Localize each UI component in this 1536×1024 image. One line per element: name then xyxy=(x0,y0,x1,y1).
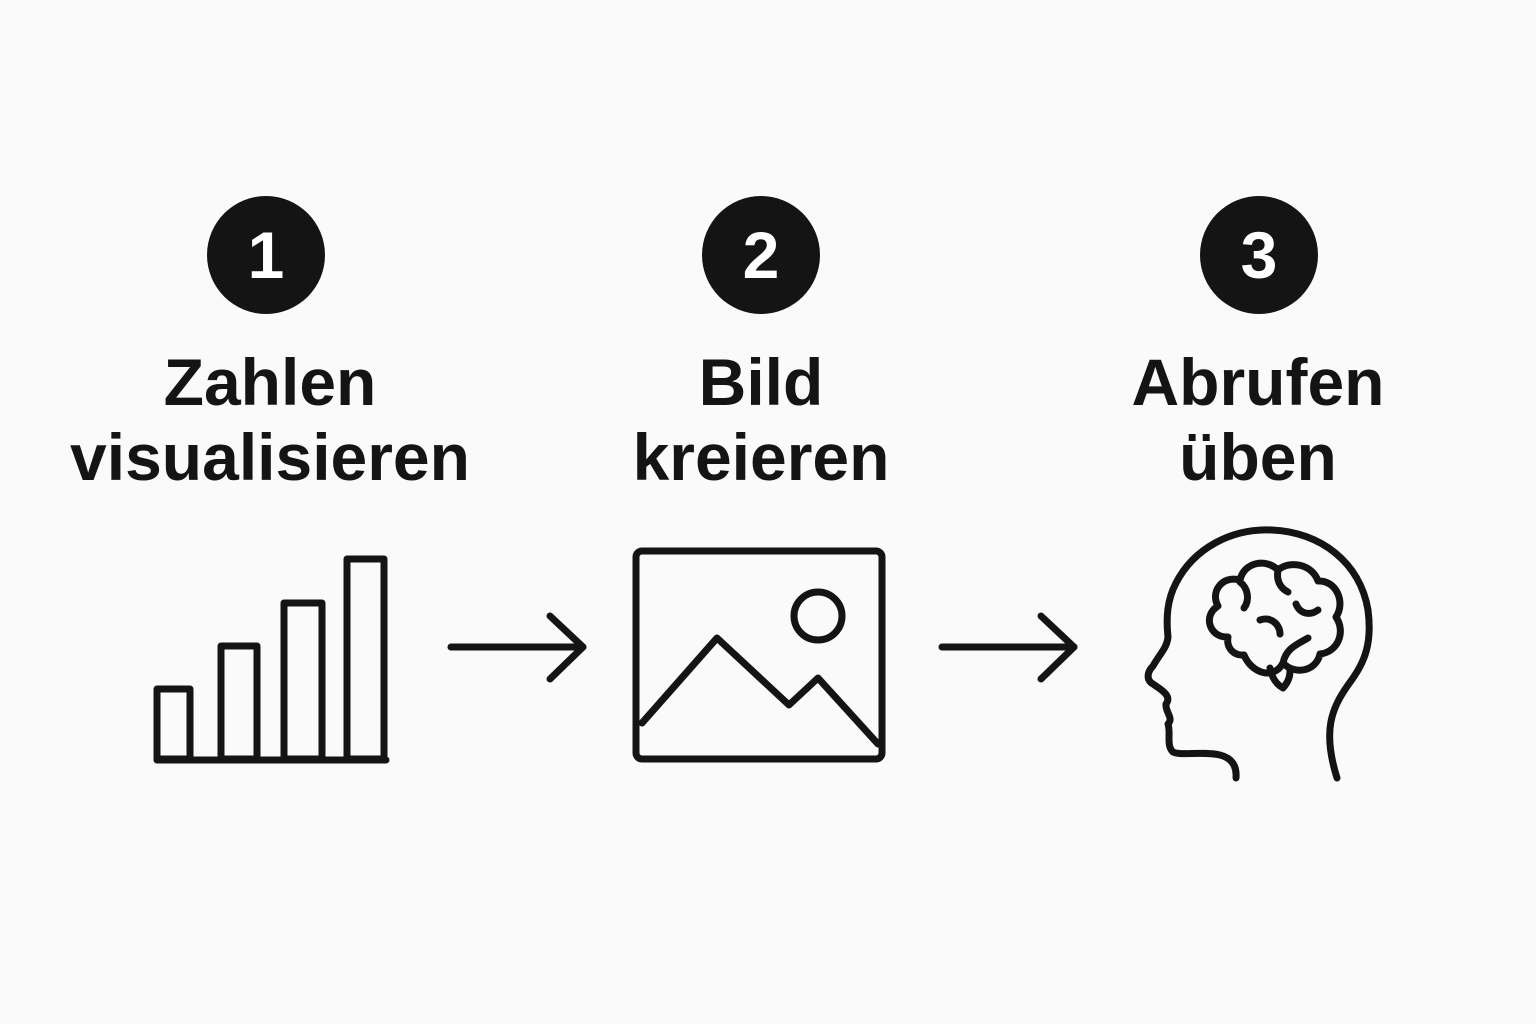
step-2-title-line2: kreieren xyxy=(632,420,890,494)
brain-fold-5 xyxy=(1279,634,1312,667)
bar-chart-bar-4 xyxy=(343,555,388,763)
arrow-right-icon xyxy=(938,612,1078,683)
head-outline xyxy=(1144,526,1373,782)
arrow-right-icon xyxy=(447,612,587,683)
image-mountains xyxy=(638,634,882,748)
bar-chart-bar-1 xyxy=(153,685,194,763)
bar-chart-bar-2 xyxy=(217,642,261,763)
brain-fold-2 xyxy=(1236,578,1251,612)
image-sun xyxy=(790,588,846,644)
brain-outline xyxy=(1205,559,1344,677)
image-frame xyxy=(632,547,886,763)
step-1-title: Zahlen visualisieren xyxy=(30,345,510,495)
step-3-number-badge: 3 xyxy=(1200,196,1318,314)
image-icon xyxy=(632,547,886,763)
brain-head-icon xyxy=(1144,526,1373,782)
step-2-number-badge: 2 xyxy=(702,196,820,314)
bar-chart-icon xyxy=(153,555,390,764)
step-3-title-line1: Abrufen xyxy=(1131,345,1385,419)
step-1-title-line2: visualisieren xyxy=(70,420,470,494)
step-2-title: Bild kreieren xyxy=(521,345,1001,495)
step-1-title-line1: Zahlen xyxy=(163,345,377,419)
brain-fold-1 xyxy=(1274,566,1292,596)
brain-stem xyxy=(1266,664,1294,692)
step-2-title-line1: Bild xyxy=(698,345,824,419)
bar-chart-bar-3 xyxy=(280,599,326,763)
brain-fold-4 xyxy=(1256,615,1284,638)
step-1-number-badge: 1 xyxy=(207,196,325,314)
brain-fold-3 xyxy=(1292,600,1322,617)
step-3-title: Abrufen üben xyxy=(1018,345,1498,495)
step-3-title-line2: üben xyxy=(1179,420,1337,494)
